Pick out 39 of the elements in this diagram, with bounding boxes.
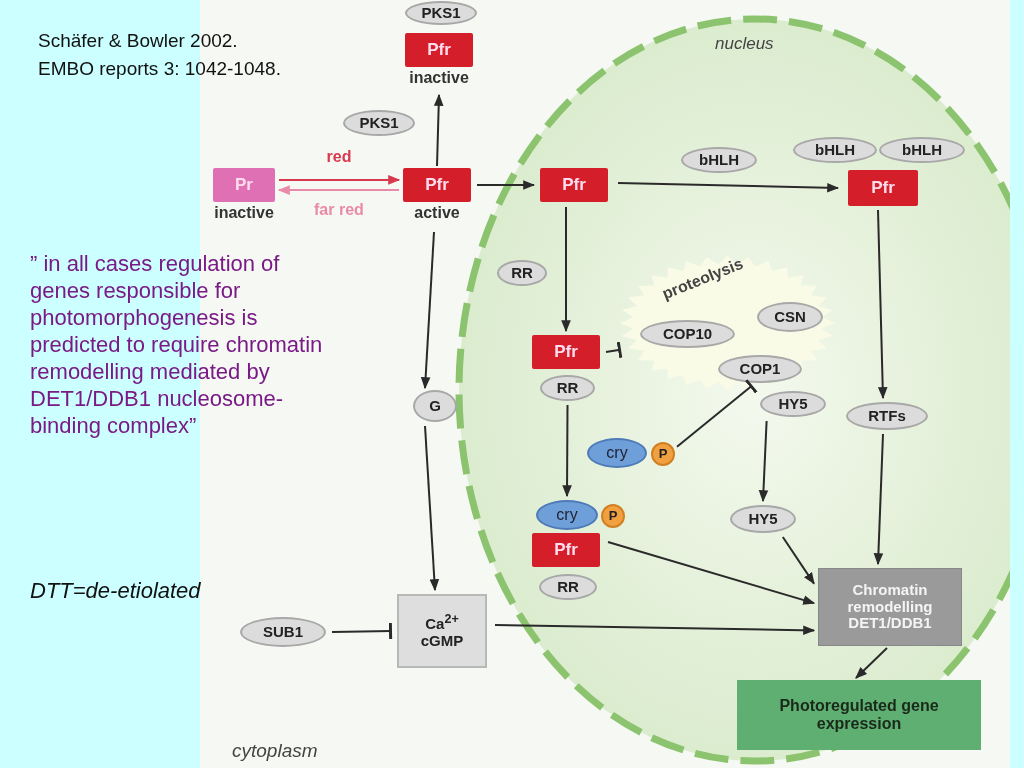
state-label: inactive [213,204,275,222]
arrow [278,175,401,185]
citation-text: Schäfer & Bowler 2002. [38,30,238,52]
arrow [420,231,435,390]
arrow [855,647,888,679]
citation-text: EMBO reports 3: 1042-1048. [38,58,281,80]
protein-box: Pfr [405,33,473,67]
arrow [561,206,571,333]
output-box: Photoregulated gene expression [737,680,981,750]
compartment-label: cytoplasm [232,740,318,762]
protein-box: Pfr [403,168,471,202]
proteolysis-starburst [620,256,835,390]
protein-box: Pfr [532,533,600,567]
state-label: inactive [408,69,470,87]
arrow [424,425,440,592]
inhibition-line [331,623,393,640]
arrow [877,209,888,400]
arrow [433,93,444,167]
protein-box: Pfr [532,335,600,369]
note-text: DTT=de-etiolated [30,578,201,604]
quote-text: ” in all cases regulation of genes responsible for photomorphogenesis is predicted to require chromatin remodelling mediated by DET1/DDB1 nucleosome-binding complex” [30,250,324,440]
protein-box: Pfr [848,170,918,206]
arrow [781,536,815,585]
protein-box: Pfr [540,168,608,202]
arrow [476,180,536,190]
process-box: Ca$^{2+}$ cGMP [397,594,487,668]
arrow [494,624,816,635]
arrow [617,182,840,193]
compartment-label: nucleus [715,35,774,54]
arrow [758,420,769,503]
arrow [873,433,884,566]
state-label: active [413,204,461,222]
arrow [562,404,572,498]
protein-box: Pr [213,168,275,202]
arrow [277,185,400,195]
inhibition-line [605,341,623,358]
inhibition-line [676,379,758,448]
arrow [607,541,816,605]
process-box: Chromatin remodelling DET1/DDB1 [818,568,962,646]
